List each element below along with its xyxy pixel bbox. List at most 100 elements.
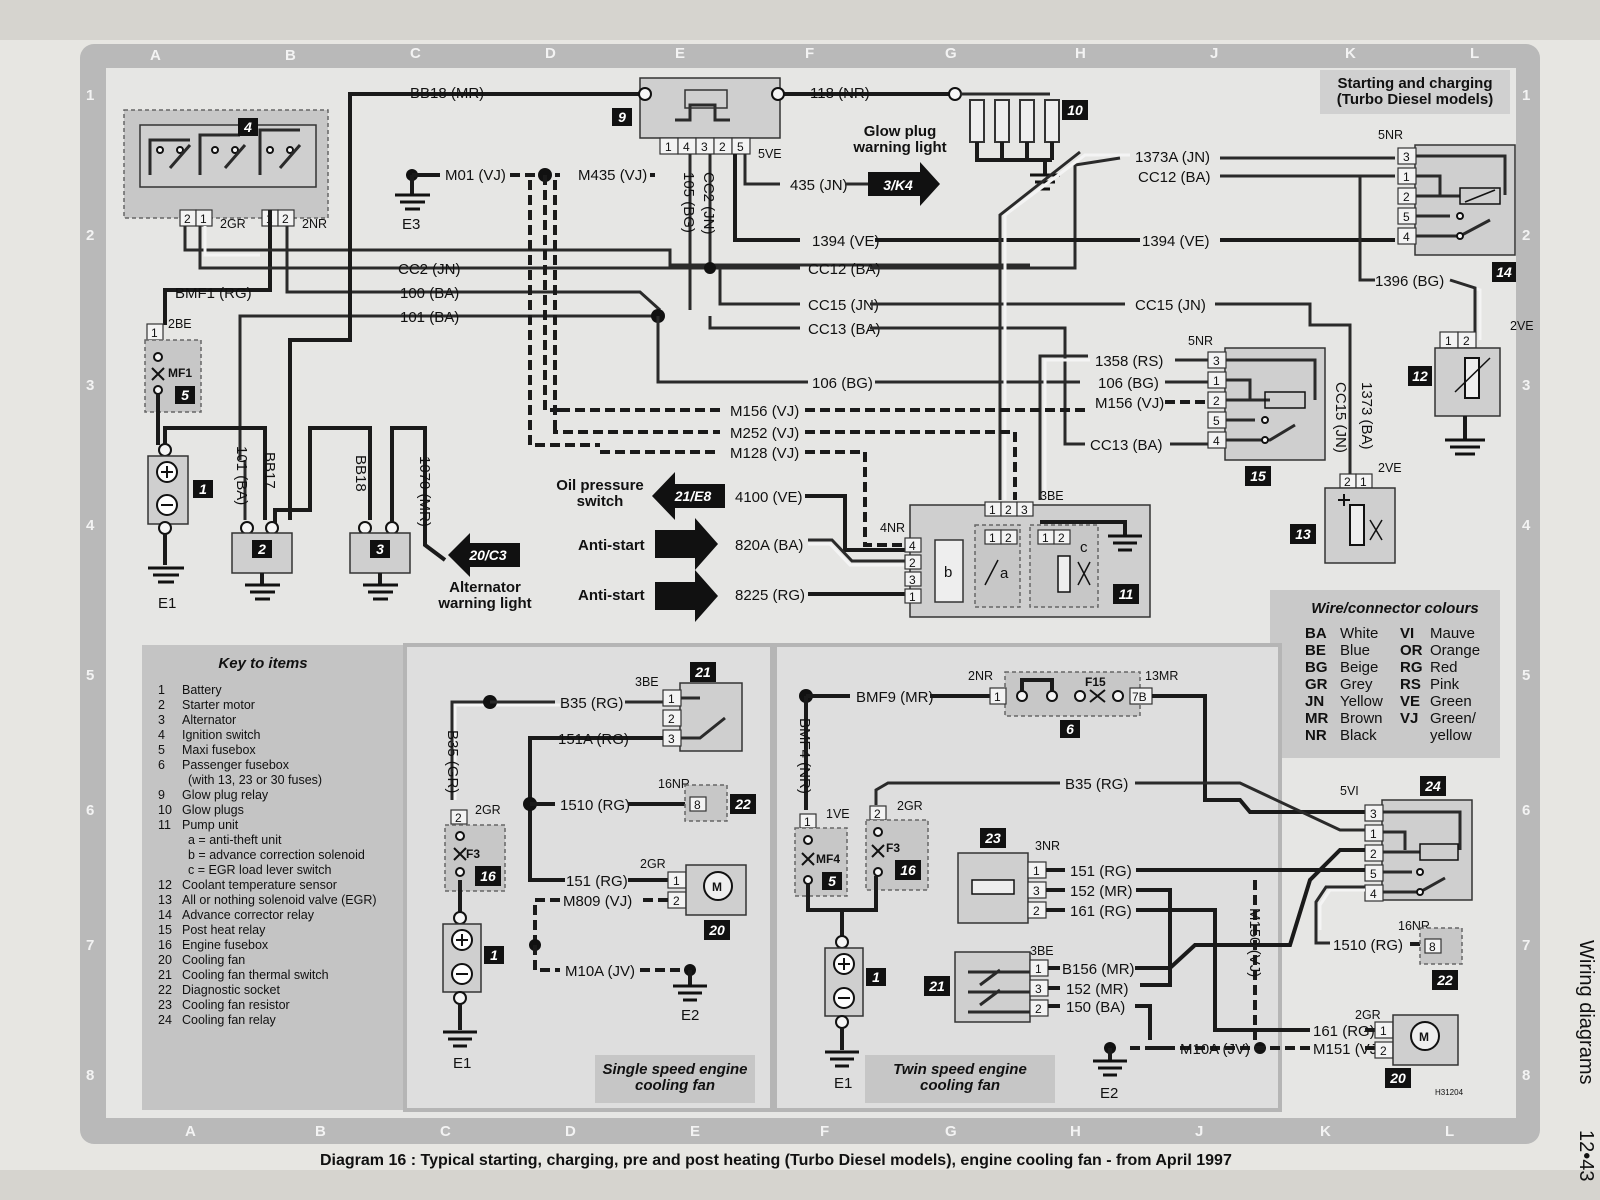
svg-text:CC15 (JN): CC15 (JN) [1332,382,1349,453]
key-item-label: Post heat relay [182,923,266,937]
svg-text:F: F [805,45,814,62]
svg-text:3: 3 [909,573,916,587]
svg-text:5NR: 5NR [1378,128,1403,142]
svg-text:VE: VE [1400,693,1420,710]
oil-pressure-ref: Oil pressure switch 21/E8 [556,472,725,520]
key-item-label: Advance corrector relay [182,908,315,922]
svg-text:20/C3: 20/C3 [468,547,507,563]
svg-text:warning light: warning light [437,595,531,612]
svg-text:4: 4 [1370,887,1377,901]
svg-text:CC15 (JN): CC15 (JN) [808,297,879,314]
svg-text:105 (BG): 105 (BG) [680,172,697,233]
key-item-number: 21 [158,968,172,982]
svg-text:13: 13 [1295,526,1311,542]
key-item-label: Battery [182,683,222,697]
svg-text:3: 3 [1403,150,1410,164]
svg-text:1: 1 [1213,374,1220,388]
svg-text:Black: Black [1340,727,1377,744]
svg-text:4: 4 [683,140,690,154]
svg-text:Yellow: Yellow [1340,693,1383,710]
svg-text:1: 1 [665,140,672,154]
svg-text:K: K [1345,45,1356,62]
svg-text:9: 9 [618,109,626,125]
key-item-number: 23 [158,998,172,1012]
key-item-label: a = anti-theft unit [188,833,282,847]
key-item-number: 3 [158,713,165,727]
key-item-number: 9 [158,788,165,802]
svg-text:H31204: H31204 [1435,1088,1464,1097]
svg-text:8: 8 [1522,1067,1530,1084]
svg-text:16: 16 [480,868,496,884]
key-item-number: 12 [158,878,172,892]
svg-text:8: 8 [86,1067,94,1084]
svg-text:2: 2 [673,894,680,908]
ground-e3: E3 [395,169,430,233]
key-item-label: Ignition switch [182,728,261,742]
single-speed-panel: Single speed engine cooling fan B35 (RG)… [403,643,774,1112]
svg-text:VI: VI [1400,625,1414,642]
svg-text:100 (BA): 100 (BA) [400,285,459,302]
svg-text:yellow: yellow [1430,727,1472,744]
svg-text:3: 3 [376,541,384,557]
svg-text:2BE: 2BE [168,317,192,331]
key-item-label: Glow plugs [182,803,244,817]
svg-text:3: 3 [701,140,708,154]
svg-text:3: 3 [1021,503,1028,517]
wire-label: 118 (NR) [810,85,870,102]
svg-text:G: G [945,1123,957,1140]
border-col-letters-bottom: A B C D E F G H J K L [185,1123,1454,1140]
border-col-letters-top: A B C D E F G H J K L [150,45,1479,64]
svg-text:7: 7 [1522,937,1530,954]
svg-text:1: 1 [86,87,94,104]
twin-speed-panel: Twin speed engine cooling fan BMF9 (MR) … [773,643,1473,1112]
svg-text:3: 3 [1522,377,1530,394]
svg-text:1: 1 [1403,170,1410,184]
svg-text:152 (MR): 152 (MR) [1070,883,1133,900]
starter-motor: 2 [231,521,293,601]
svg-text:Key to items: Key to items [218,655,307,672]
alternator-warning-ref: 20/C3 Alternator warning light [437,533,532,612]
svg-text:2GR: 2GR [220,217,246,231]
key-item-number: 22 [158,983,172,997]
svg-text:3: 3 [1370,807,1377,821]
key-item-label: Alternator [182,713,236,727]
svg-text:15: 15 [1250,468,1266,484]
svg-text:435 (JN): 435 (JN) [790,177,848,194]
svg-text:22: 22 [1436,972,1453,988]
svg-text:L: L [1445,1123,1454,1140]
svg-text:White: White [1340,625,1378,642]
svg-text:Brown: Brown [1340,710,1383,727]
svg-text:1VE: 1VE [826,807,850,821]
svg-text:Blue: Blue [1340,642,1370,659]
svg-text:2: 2 [1033,904,1040,918]
svg-text:151A (RG): 151A (RG) [558,731,629,748]
svg-text:6: 6 [1066,721,1074,737]
svg-text:F15: F15 [1085,675,1106,689]
key-item-label: Cooling fan relay [182,1013,277,1027]
svg-text:5: 5 [1403,210,1410,224]
svg-text:21: 21 [928,978,945,994]
key-item-number: 15 [158,923,172,937]
figure-caption: Diagram 16 : Typical starting, charging,… [320,1152,1232,1169]
key-item-label: Passenger fusebox [182,758,290,772]
svg-text:1373A (JN): 1373A (JN) [1135,149,1210,166]
svg-text:2VE: 2VE [1510,319,1534,333]
svg-text:2: 2 [1213,394,1220,408]
svg-text:E: E [675,45,685,62]
svg-text:3: 3 [86,377,94,394]
svg-text:3NR: 3NR [1035,839,1060,853]
svg-text:1: 1 [989,503,996,517]
svg-text:2: 2 [874,807,881,821]
svg-text:E2: E2 [1100,1085,1118,1102]
svg-text:2: 2 [184,212,191,226]
svg-text:1: 1 [673,874,680,888]
svg-text:VJ: VJ [1400,710,1418,727]
svg-text:M: M [1419,1030,1429,1044]
svg-text:M435 (VJ): M435 (VJ) [578,167,647,184]
svg-text:Twin speed engine: Twin speed engine [893,1061,1027,1078]
key-item-label: Diagnostic socket [182,983,280,997]
svg-text:M151 (VJ): M151 (VJ) [1313,1041,1382,1058]
svg-text:1: 1 [151,326,158,340]
svg-text:2: 2 [1370,847,1377,861]
svg-text:M156 (VJ): M156 (VJ) [1095,395,1164,412]
